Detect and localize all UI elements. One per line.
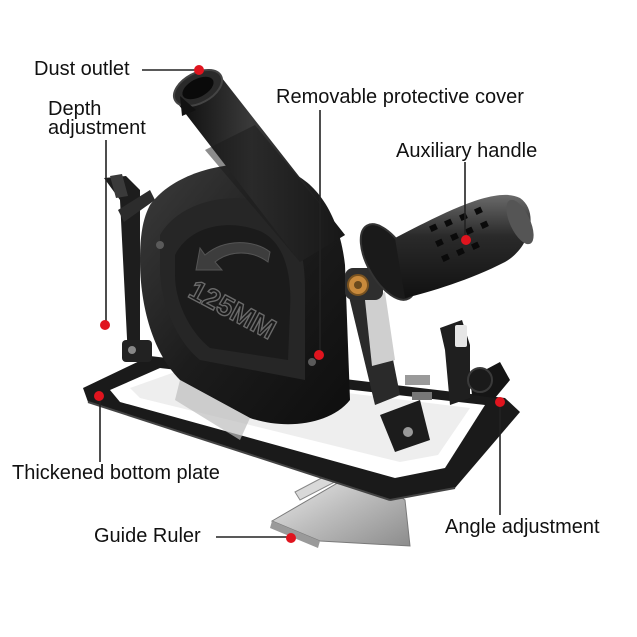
callout-depth-adjustment: Depth adjustment (48, 98, 146, 139)
callout-depth-adjustment-line2: adjustment (48, 117, 146, 139)
markers (94, 65, 505, 543)
callout-removable-protective-cover: Removable protective cover (276, 86, 524, 108)
marker-protective-cover (314, 350, 324, 360)
marker-auxiliary-handle (461, 235, 471, 245)
marker-angle-adjustment (495, 397, 505, 407)
depth-bracket-part (104, 174, 155, 362)
marker-dust-outlet (194, 65, 204, 75)
callout-auxiliary-handle: Auxiliary handle (396, 140, 538, 162)
callout-thickened-bottom-plate: Thickened bottom plate (12, 462, 220, 484)
angle-adjustment-part (380, 320, 510, 452)
callout-angle-adjustment: Angle adjustment (445, 516, 600, 538)
dust-outlet-tube-part (172, 68, 345, 262)
support-arm-part (345, 268, 400, 405)
leader-lines (99, 69, 501, 538)
marker-bottom-plate (94, 391, 104, 401)
marker-depth-adjustment (100, 320, 110, 330)
marker-guide-ruler (286, 533, 296, 543)
callout-dust-outlet: Dust outlet (34, 58, 130, 80)
blade-guard-part (140, 164, 350, 440)
callout-guide-ruler: Guide Ruler (94, 525, 201, 547)
callout-depth-adjustment-line1: Depth (48, 98, 102, 120)
